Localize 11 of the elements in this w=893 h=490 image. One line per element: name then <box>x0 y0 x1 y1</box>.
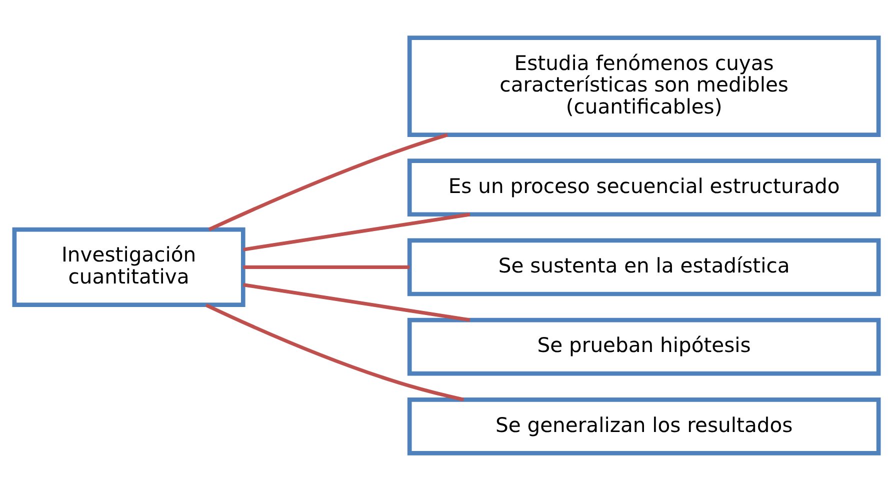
connector <box>243 264 410 269</box>
node-box: Se generalizan los resultados <box>407 396 881 455</box>
connector <box>243 282 470 322</box>
node-box: Estudia fenómenos cuyas características son medibles (cuantificables) <box>407 35 881 136</box>
node-box: Se prueban hipótesis <box>407 317 881 376</box>
node-box: Es un proceso secuencial estructurado <box>407 158 881 216</box>
connector <box>208 132 448 231</box>
connector <box>243 212 470 251</box>
node-box: Se sustenta en la estadística <box>407 238 881 296</box>
node-box: Investigación cuantitativa <box>12 226 246 307</box>
connector <box>205 302 464 401</box>
